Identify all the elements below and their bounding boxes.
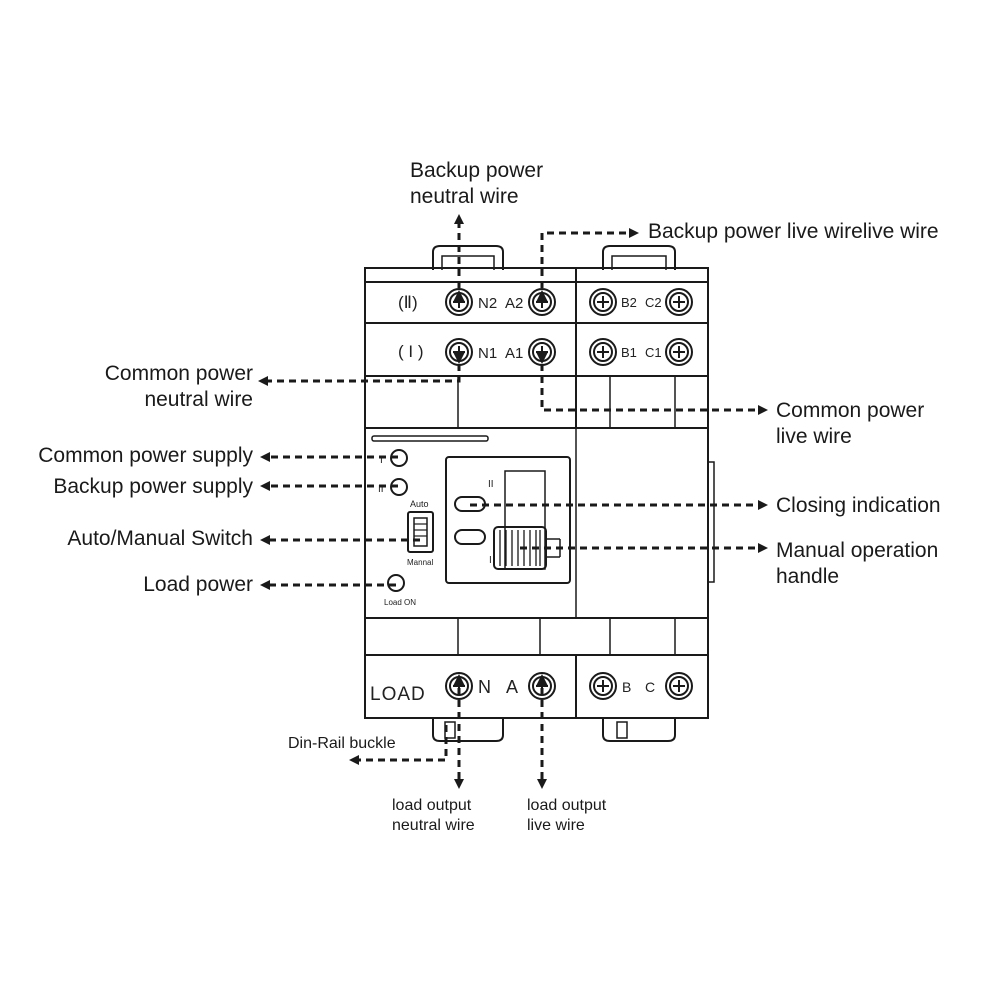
common-led-label: I — [380, 455, 383, 466]
position-two-label: II — [488, 479, 494, 490]
leader-common-live — [540, 352, 768, 415]
terminal-screw-c2 — [665, 288, 693, 316]
callout-backup-supply: Backup power supply — [53, 475, 253, 498]
term-label-b2: B2 — [621, 295, 637, 310]
callout-common-neutral-line1: Common power — [104, 362, 253, 385]
leader-origin-heads — [453, 290, 548, 686]
callout-common-neutral-line2: neutral wire — [144, 388, 253, 411]
term-label-b: B — [622, 679, 631, 695]
auto-manual-switch[interactable] — [407, 511, 434, 553]
callout-manual-handle: Manual operation handle — [776, 538, 938, 590]
callout-common-supply: Common power supply — [38, 444, 253, 467]
callout-load-live: load output live wire — [527, 796, 606, 836]
terminal-screw-b1 — [589, 338, 617, 366]
callout-backup-live: Backup power live wirelive wire — [648, 220, 939, 243]
position-one-label: I — [489, 555, 492, 566]
callout-load-neutral: load output neutral wire — [392, 796, 475, 836]
term-label-n2: N2 — [478, 295, 497, 312]
term-label-c: C — [645, 679, 655, 695]
callout-load-power: Load power — [143, 573, 253, 596]
row1-tag: ( I ) — [398, 342, 424, 361]
backup-led-label: II — [378, 484, 384, 495]
top-din-clip-left — [432, 245, 504, 270]
callout-load-neutral-line1: load output — [392, 797, 472, 814]
load-on-led — [387, 574, 405, 592]
callout-leaders — [258, 214, 768, 789]
callout-manual-handle-line1: Manual operation — [776, 539, 939, 562]
term-label-b1: B1 — [621, 345, 637, 360]
callout-load-neutral-line2: neutral wire — [392, 817, 475, 834]
term-label-n: N — [478, 677, 491, 697]
handle-window — [445, 456, 571, 584]
leader-common-neutral — [258, 352, 461, 386]
load-led-label: Load ON — [384, 598, 416, 607]
callout-backup-neutral: Backup power neutral wire — [410, 158, 543, 210]
callout-common-neutral: Common power neutral wire — [70, 361, 253, 413]
load-tag: LOAD — [370, 684, 426, 705]
row2-tag: (Ⅱ) — [398, 293, 418, 312]
term-label-c1: C1 — [645, 345, 662, 360]
terminal-screw-c — [665, 672, 693, 700]
callout-din-rail: Din-Rail buckle — [288, 735, 396, 752]
callout-backup-neutral-line2: neutral wire — [410, 185, 519, 208]
switch-manual-label: Mannal — [407, 558, 433, 567]
callout-auto-manual: Auto/Manual Switch — [67, 527, 253, 550]
term-label-a: A — [506, 677, 518, 697]
callout-load-live-line2: live wire — [527, 817, 585, 834]
terminal-screw-b2 — [589, 288, 617, 316]
terminal-screw-b — [589, 672, 617, 700]
callout-common-live-line2: live wire — [776, 425, 852, 448]
bottom-din-clip-right — [602, 718, 676, 742]
callout-load-live-line1: load output — [527, 797, 607, 814]
switch-auto-label: Auto — [410, 499, 429, 509]
callout-closing-indication: Closing indication — [776, 494, 941, 517]
term-label-n1: N1 — [478, 345, 497, 362]
callout-common-live-line1: Common power — [776, 399, 925, 422]
term-label-a2: A2 — [505, 295, 523, 312]
bottom-din-clip-left — [432, 718, 504, 742]
top-din-clip-right — [602, 245, 676, 270]
callout-common-live: Common power live wire — [776, 398, 924, 450]
term-label-c2: C2 — [645, 295, 662, 310]
term-label-a1: A1 — [505, 345, 523, 362]
bottom-terminal-block — [364, 617, 709, 719]
callout-backup-neutral-line1: Backup power — [410, 159, 544, 182]
leader-backup-live — [540, 228, 639, 300]
device-body — [364, 245, 715, 742]
terminal-screw-c1 — [665, 338, 693, 366]
callout-manual-handle-line2: handle — [776, 565, 840, 588]
closing-indicator-lower — [454, 529, 486, 545]
leader-din-rail — [349, 725, 448, 765]
